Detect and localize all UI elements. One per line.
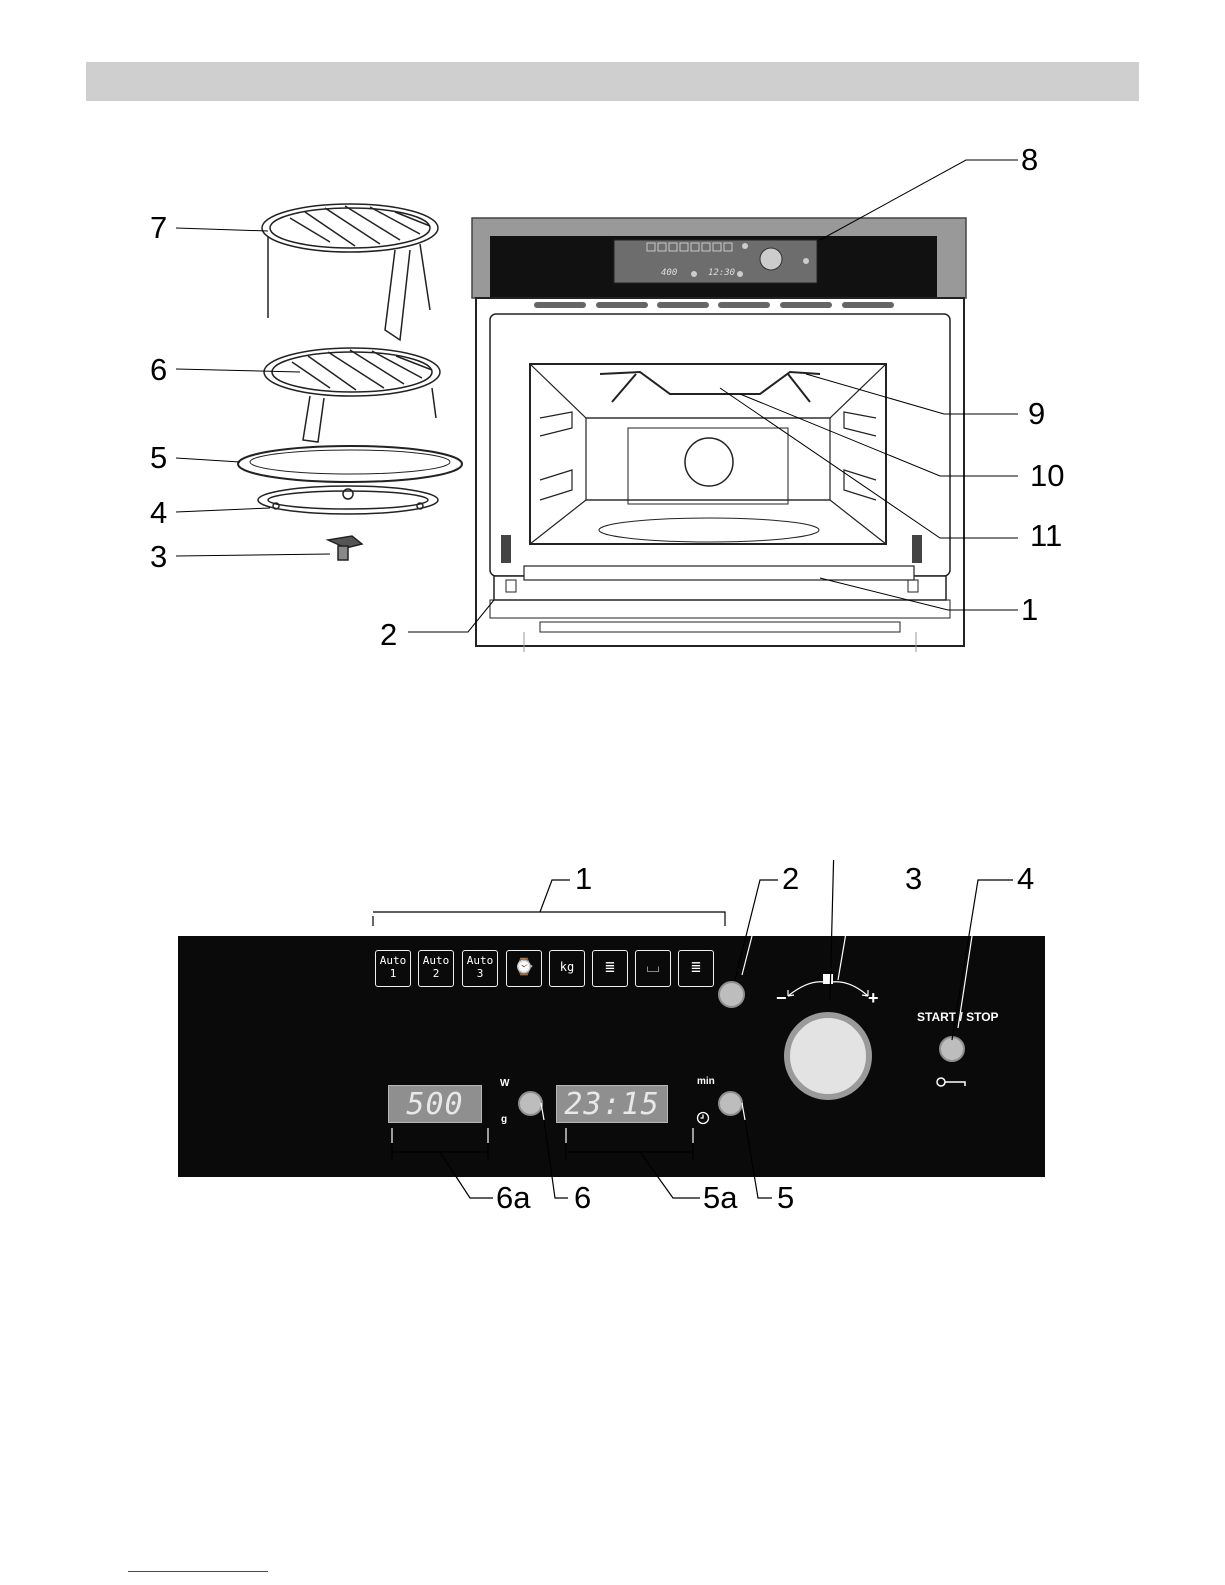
callout-2: 2 bbox=[380, 619, 397, 650]
panel-callout-5a: 5a bbox=[703, 1182, 737, 1213]
oven-body bbox=[472, 218, 966, 652]
panel-callout-5: 5 bbox=[777, 1182, 794, 1213]
coupler bbox=[328, 536, 362, 560]
tall-rack bbox=[262, 204, 438, 340]
mini-power-display: 400 bbox=[661, 268, 677, 278]
callout-1: 1 bbox=[1021, 594, 1038, 625]
panel-leaders bbox=[0, 860, 1225, 1220]
callout-4: 4 bbox=[150, 497, 167, 528]
glass-plate bbox=[238, 446, 462, 482]
callout-8: 8 bbox=[1021, 144, 1038, 175]
footer-divider bbox=[128, 1571, 268, 1572]
low-rack bbox=[264, 348, 440, 442]
panel-callout-2: 2 bbox=[782, 863, 799, 894]
callout-7: 7 bbox=[150, 212, 167, 243]
mini-time-display: 12:30 bbox=[708, 268, 735, 278]
panel-callout-4: 4 bbox=[1017, 863, 1034, 894]
panel-callout-3: 3 bbox=[905, 863, 922, 894]
panel-callout-6: 6 bbox=[574, 1182, 591, 1213]
callout-3: 3 bbox=[150, 541, 167, 572]
oven-diagram bbox=[0, 0, 1225, 700]
callout-9: 9 bbox=[1028, 398, 1045, 429]
callout-11: 11 bbox=[1030, 520, 1062, 551]
panel-callout-1: 1 bbox=[575, 863, 592, 894]
panel-callout-6a: 6a bbox=[496, 1182, 530, 1213]
callout-10: 10 bbox=[1030, 460, 1064, 491]
roller-ring bbox=[258, 486, 438, 514]
callout-5: 5 bbox=[150, 442, 167, 473]
callout-6: 6 bbox=[150, 354, 167, 385]
